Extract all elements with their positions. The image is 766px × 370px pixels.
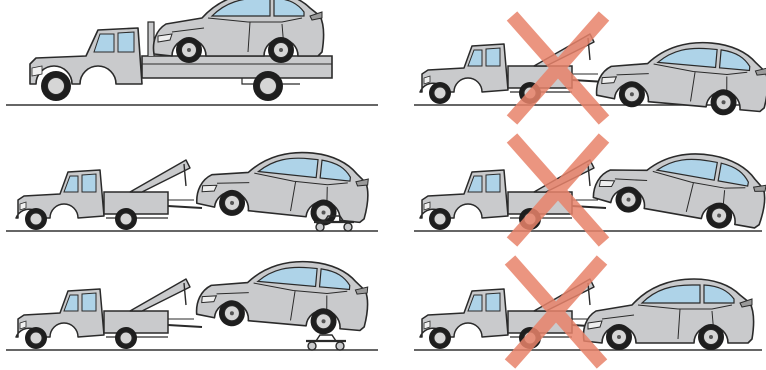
panel-rear-lift-incorrect [420,136,766,242]
panel-front-lift-dollies [16,142,372,231]
sports-car-icon [195,142,372,230]
red-cross-icon [512,138,604,242]
sports-car-icon [595,33,766,119]
panel-sling-incorrect [420,260,754,364]
panel-rear-lift-dollies [16,252,371,350]
tow-truck-icon [16,279,202,349]
sports-car-icon [584,279,754,350]
tow-truck-icon [16,160,202,230]
panel-flatbed [30,0,332,101]
sports-car-icon [154,0,324,63]
sports-car-icon [591,136,766,235]
sports-car-icon [195,252,371,338]
wheel-dolly-icon [306,335,346,350]
